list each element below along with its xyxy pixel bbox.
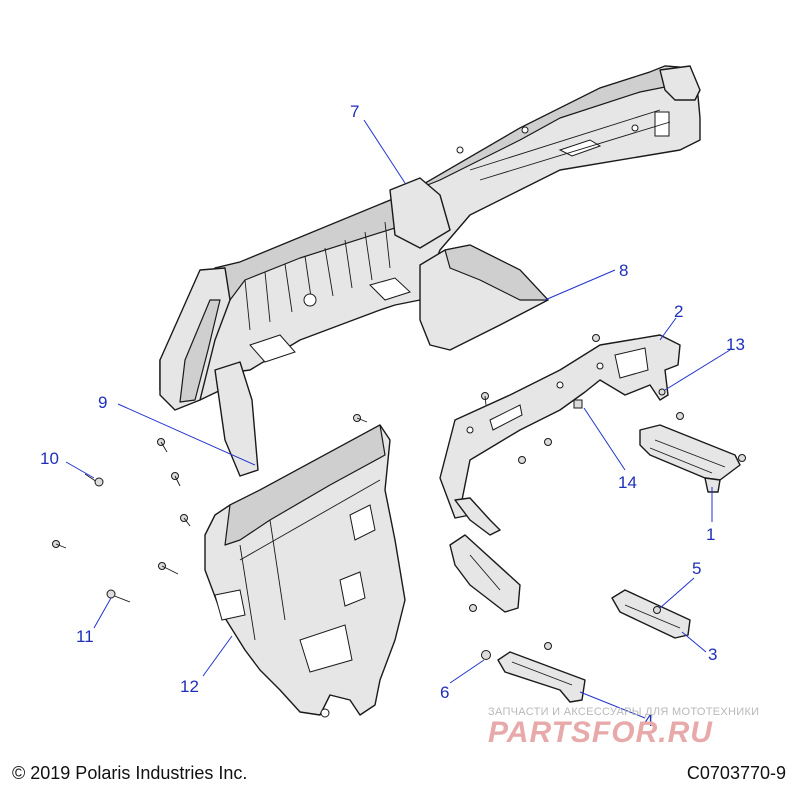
leader-11: [93, 597, 112, 629]
screw-b: [157, 438, 168, 453]
screw-c: [171, 472, 181, 487]
leader-6: [449, 659, 485, 684]
leader-9: [117, 403, 256, 466]
callout-3: 3: [708, 645, 717, 664]
leader-12: [202, 635, 233, 677]
leader-3: [681, 631, 707, 653]
leader-7: [363, 119, 406, 184]
callout-6: 6: [440, 683, 449, 702]
watermark-subtitle: ЗАПЧАСТИ И АКСЕССУАРЫ ДЛЯ МОТОТЕХНИКИ: [488, 706, 760, 718]
screw-o: [653, 606, 661, 614]
part-1-right-bracket: [639, 424, 741, 493]
clip-14: [573, 399, 583, 409]
screw-e: [158, 562, 179, 575]
leader-4: [579, 691, 646, 719]
part-3-bracket: [611, 589, 691, 639]
screw-m: [738, 454, 746, 462]
screw-h: [544, 438, 552, 446]
part-2-bracket: [439, 334, 681, 536]
diagram-code: C0703770-9: [686, 763, 786, 783]
callout-2: 2: [674, 302, 683, 321]
screw-j: [592, 334, 600, 342]
screw-k: [658, 388, 666, 396]
nut-6: [481, 650, 491, 660]
leader-14: [583, 407, 626, 471]
callout-12: 12: [180, 677, 199, 696]
part-12-lower-fascia: [204, 424, 406, 718]
watermark: ЗАПЧАСТИ И АКСЕССУАРЫ ДЛЯ МОТОТЕХНИКИ PA…: [488, 706, 788, 750]
screw-f: [353, 414, 368, 423]
screw-i: [518, 456, 526, 464]
callout-9: 9: [98, 393, 107, 412]
leader-13: [664, 349, 731, 391]
callout-8: 8: [619, 261, 628, 280]
callout-13: 13: [726, 335, 745, 354]
part-4-bracket: [497, 651, 586, 703]
callouts: 7 8 2 13 9 10 14 1 5 11 3 12 6 4: [40, 102, 745, 730]
copyright-text: © 2019 Polaris Industries Inc.: [12, 763, 248, 783]
lower-left-bracket: [449, 534, 521, 613]
callout-1: 1: [706, 525, 715, 544]
screw-p: [544, 642, 552, 650]
screw-d: [180, 514, 191, 527]
callout-14: 14: [618, 473, 637, 492]
leader-lines: [65, 119, 731, 719]
leader-10: [65, 461, 95, 479]
screw-n: [469, 604, 477, 612]
bolt-11: [106, 589, 131, 603]
watermark-brand: PARTSFOR.RU: [488, 716, 713, 749]
callout-4: 4: [644, 711, 653, 730]
part-8-deflector: [389, 177, 549, 351]
screw-g: [481, 392, 489, 406]
leader-2: [659, 317, 677, 341]
left-pillar: [159, 267, 259, 477]
callout-7: 7: [350, 102, 359, 121]
fasteners: [52, 334, 746, 660]
bolt-10: [84, 473, 104, 487]
callout-10: 10: [40, 449, 59, 468]
screw-l: [676, 412, 684, 420]
leader-5: [659, 577, 695, 609]
callout-5: 5: [692, 559, 701, 578]
callout-11: 11: [76, 627, 94, 646]
screw-a: [52, 540, 67, 549]
leader-8: [544, 269, 616, 301]
